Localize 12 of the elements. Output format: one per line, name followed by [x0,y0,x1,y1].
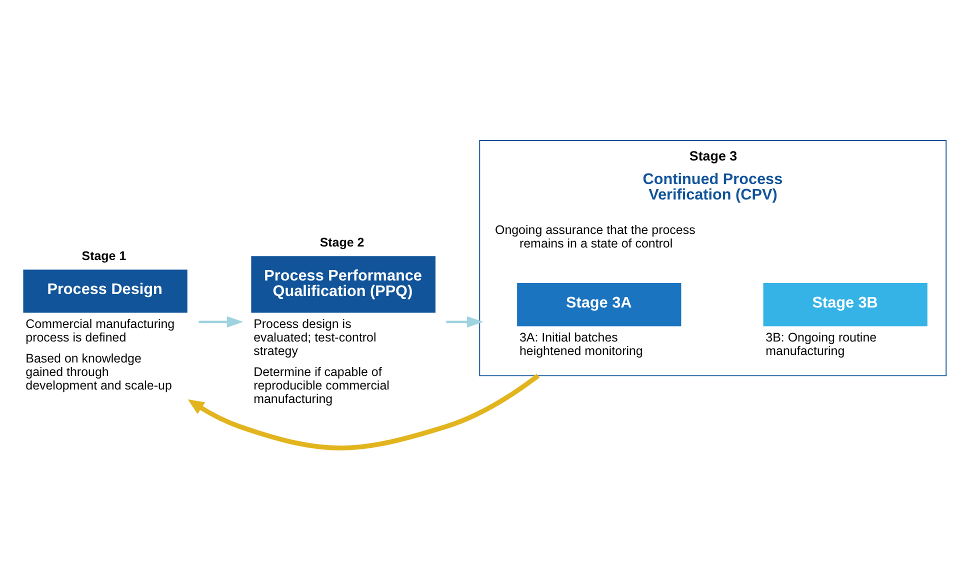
node-label: Determine if capable of reproducible commercial manufacturing [254,364,390,406]
arrow [446,316,484,328]
node-label: Process design is evaluated; test-control strategy [254,316,376,358]
node-label: Based on knowledge gained through development and scale-up [26,351,172,392]
node-label: Ongoing assurance that the process remains in a state of control [495,222,696,250]
arrow [188,373,540,450]
arrow [198,316,244,328]
node-label: Stage 1 [82,248,126,262]
node-label: Stage 2 [320,234,364,249]
node-label: Commercial manufacturing process is defined [26,316,175,344]
node-label: 3B: Ongoing routine manufacturing [766,330,877,358]
node-label: 3A: Initial batches heightened monitoring [519,330,643,358]
